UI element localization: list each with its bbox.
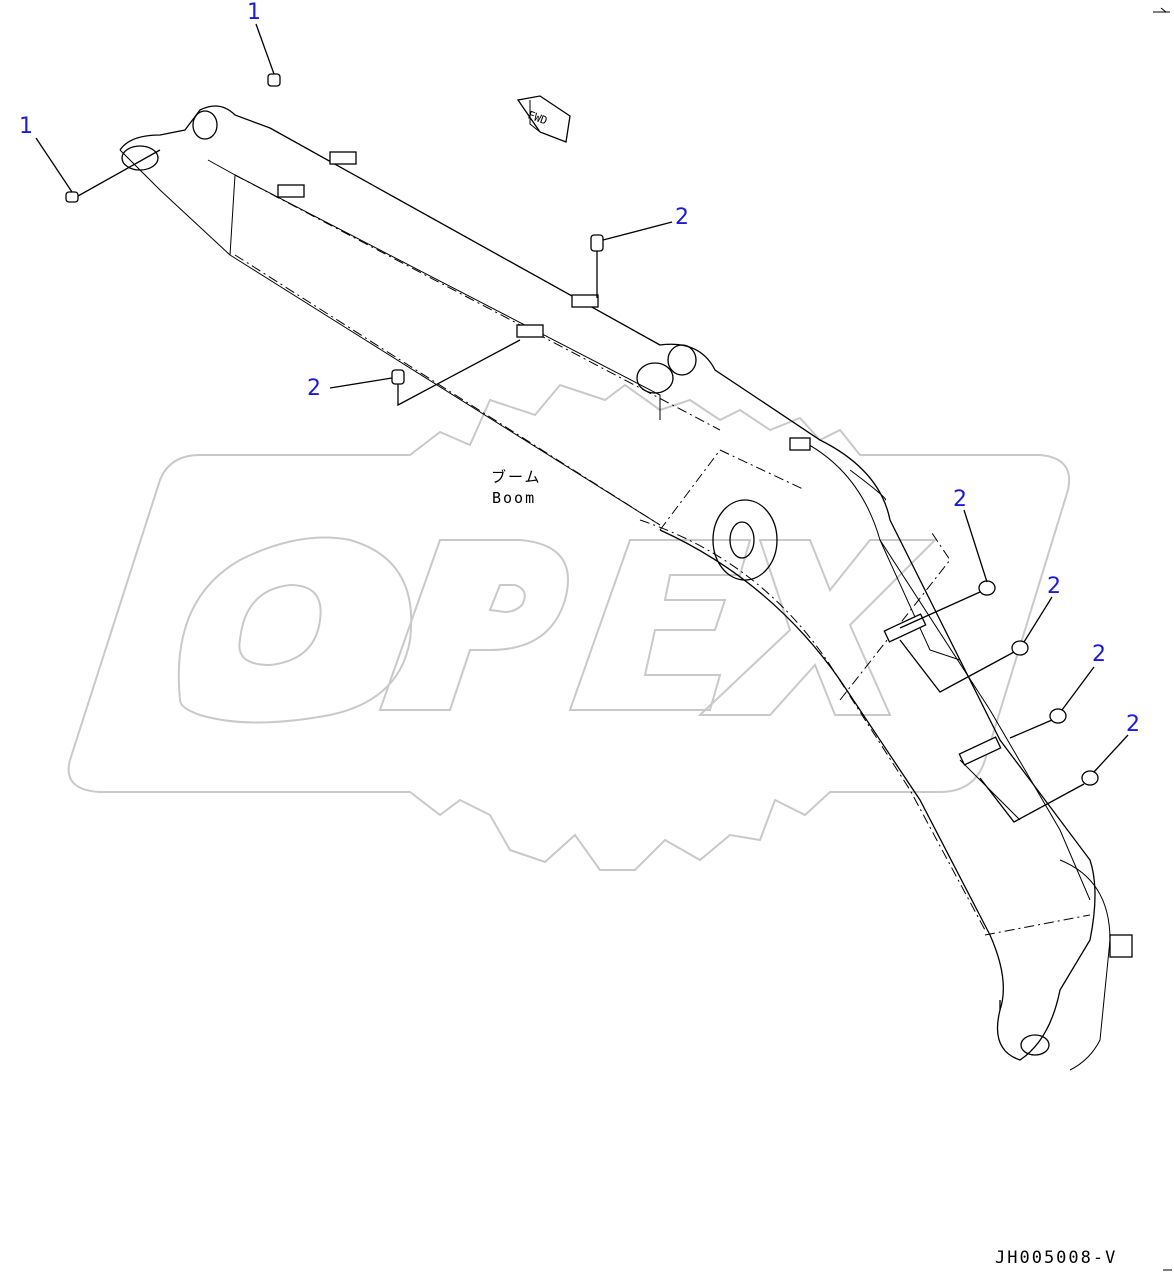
bracket-right-2 (958, 736, 1002, 766)
cap-1-upper (267, 73, 281, 87)
watermark-logo (67, 383, 1071, 871)
callout-2-left: 2 (307, 376, 321, 401)
fwd-label: FWD (526, 108, 549, 127)
callout-2-top: 2 (675, 205, 689, 230)
boom-label-english: Boom (492, 489, 536, 507)
bracket-mid-2 (516, 324, 544, 338)
clamp-brackets (277, 151, 1133, 958)
cap-1-left (65, 191, 79, 203)
bracket-foot (1109, 934, 1133, 958)
boom-outline (119, 105, 1111, 1071)
corner-mark-icon (1153, 7, 1170, 13)
bracket-upper (789, 437, 811, 451)
callout-2-right-2: 2 (1047, 574, 1061, 599)
bracket-mid-1 (571, 294, 599, 308)
bracket-top-1 (329, 151, 357, 165)
bracket-top-2 (277, 184, 305, 198)
fwd-arrow-icon: FWD (516, 95, 571, 143)
callout-2-right-1: 2 (953, 487, 967, 512)
drawing-number: JH005008-V (995, 1248, 1117, 1268)
boom-label-japanese: ブーム (491, 468, 542, 486)
bracket-right-1 (883, 613, 927, 643)
callout-2-right-4: 2 (1126, 712, 1140, 737)
callout-1-upper: 1 (247, 0, 261, 25)
callout-2-right-3: 2 (1092, 642, 1106, 667)
callout-1-left: 1 (19, 114, 33, 139)
part-2-caps (329, 221, 1129, 823)
part-1-caps (35, 23, 281, 203)
